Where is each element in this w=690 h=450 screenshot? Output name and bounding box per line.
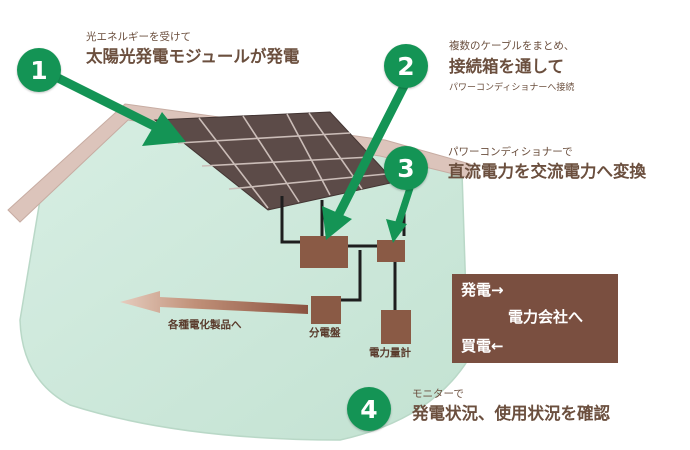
step-4-caption: モニターで xyxy=(412,388,464,400)
appliance-arrow xyxy=(120,291,308,314)
step-3-badge: 3 xyxy=(384,146,428,190)
appliances-label: 各種電化製品へ xyxy=(168,319,242,331)
step-3-caption: パワーコンディショナーで xyxy=(448,146,573,158)
step-2-title: 接続箱を通して xyxy=(449,57,565,76)
step-2-badge: 2 xyxy=(384,44,428,88)
distribution-board-label: 分電盤 xyxy=(309,327,341,339)
power-buy-label: 買電← xyxy=(461,337,504,355)
power-company-label: 電力会社へ xyxy=(508,308,584,326)
power-meter xyxy=(381,310,411,344)
power-conditioner xyxy=(377,240,405,262)
step-4-title: 発電状況、使用状況を確認 xyxy=(412,404,610,423)
junction-box xyxy=(300,236,348,268)
power-flow-box: 発電→ 電力会社へ 買電← xyxy=(452,274,618,363)
pointer-arrow-1 xyxy=(49,71,186,146)
step-1-title: 太陽光発電モジュールが発電 xyxy=(86,47,300,66)
distribution-board xyxy=(311,296,341,324)
step-2-note: パワーコンディショナーへ接続 xyxy=(449,83,575,93)
step-4-badge: 4 xyxy=(347,387,391,431)
step-2-caption: 複数のケーブルをまとめ、 xyxy=(449,40,575,52)
pointer-arrow-2 xyxy=(322,81,409,240)
pointer-arrow-3 xyxy=(386,184,414,243)
step-1-badge: 1 xyxy=(17,48,61,92)
step-1-caption: 光エネルギーを受けて xyxy=(86,31,191,43)
step-3-title: 直流電力を交流電力へ変換 xyxy=(448,162,646,181)
power-sell-label: 発電→ xyxy=(461,281,504,299)
meter-label: 電力量計 xyxy=(369,347,411,359)
